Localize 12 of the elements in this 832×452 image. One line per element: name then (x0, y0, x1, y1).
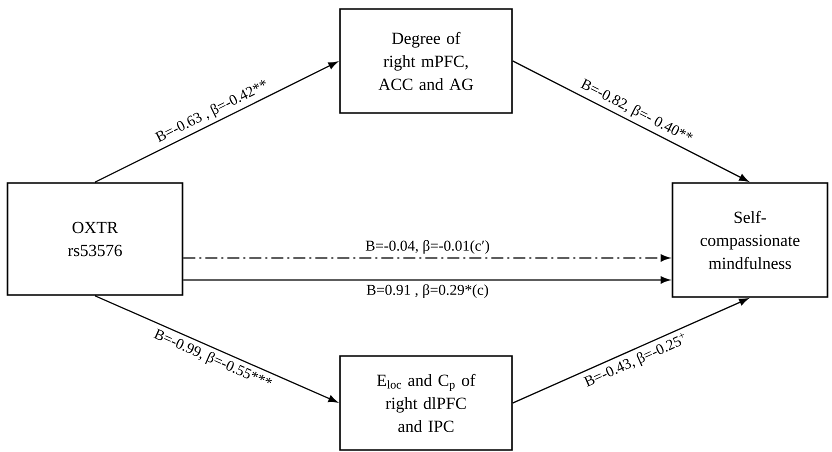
arrow (183, 276, 670, 284)
process-box: Degree of right mPFC, ACC and AG (339, 8, 513, 114)
process-box: Self- compassionate mindfulness (672, 182, 828, 298)
arrow (512, 298, 748, 404)
arrow (94, 295, 338, 403)
process-box: E$_{loc}$ and C$_{p}$ of right dlPFC and IPC (339, 355, 513, 451)
arrow (94, 62, 338, 183)
edge-label: B=0.91 , β=0.29*(c) (366, 284, 488, 298)
arrow (512, 60, 748, 182)
arrow (183, 254, 670, 262)
process-box: OXTR rs53576 (6, 182, 184, 296)
edge-label: B=-0.04, β=-0.01(c′) (366, 240, 490, 254)
